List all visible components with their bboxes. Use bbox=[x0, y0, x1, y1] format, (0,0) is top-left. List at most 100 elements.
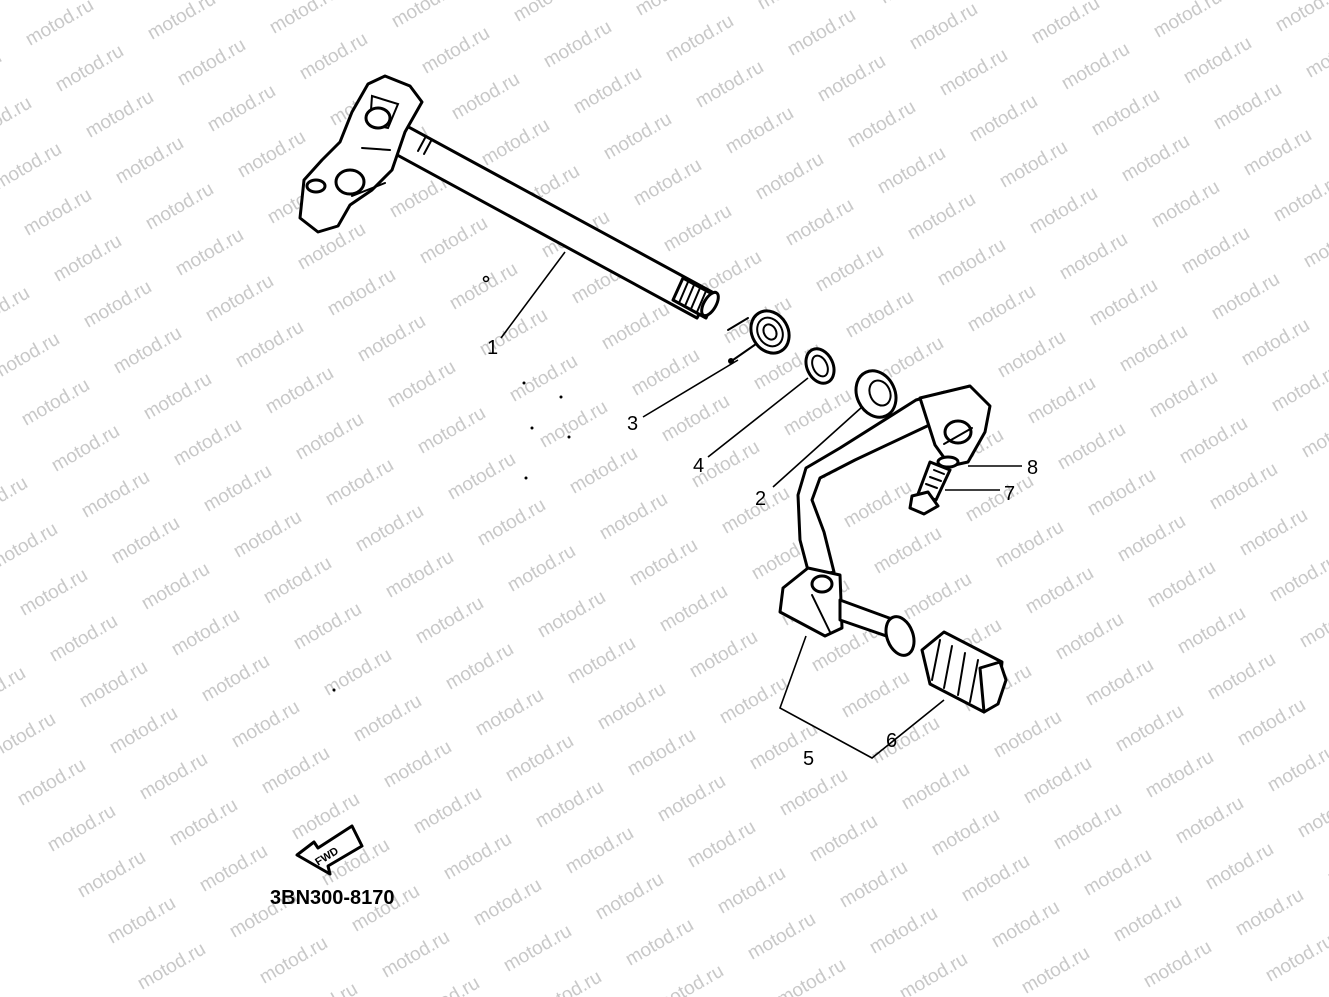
watermark-text: motod.ru bbox=[504, 541, 579, 597]
watermark-text: motod.ru bbox=[1142, 747, 1217, 803]
watermark-text: motod.ru bbox=[840, 477, 915, 533]
watermark-text: motod.ru bbox=[82, 87, 157, 143]
watermark-text: motod.ru bbox=[1204, 649, 1279, 705]
watermark-text: motod.ru bbox=[1050, 799, 1125, 855]
watermark-text: motod.ru bbox=[842, 287, 917, 343]
watermark-text: motod.ru bbox=[502, 731, 577, 787]
watermark-text: motod.ru bbox=[1144, 557, 1219, 613]
watermark-text: motod.ru bbox=[660, 201, 735, 257]
watermark-text: motod.ru bbox=[418, 23, 493, 79]
watermark-text: motod.ru bbox=[1084, 465, 1159, 521]
watermark-text: motod.ru bbox=[1240, 125, 1315, 181]
watermark-text: motod.ru bbox=[1028, 0, 1103, 48]
watermark-text: motod.ru bbox=[0, 709, 59, 765]
watermark-text: motod.ru bbox=[992, 517, 1067, 573]
watermark-text: motod.ru bbox=[414, 403, 489, 459]
watermark-text: motod.ru bbox=[1024, 373, 1099, 429]
watermark-text: motod.ru bbox=[448, 69, 523, 125]
watermark-text: motod.ru bbox=[692, 57, 767, 113]
watermark-text: motod.ru bbox=[776, 765, 851, 821]
watermark-text: motod.ru bbox=[1268, 361, 1329, 417]
watermark-text: motod.ru bbox=[0, 237, 3, 293]
watermark-text: motod.ru bbox=[110, 323, 185, 379]
watermark-text: motod.ru bbox=[534, 587, 609, 643]
watermark-text: motod.ru bbox=[1294, 787, 1329, 843]
leader-lines bbox=[500, 251, 1022, 759]
watermark-text: motod.ru bbox=[906, 0, 981, 54]
watermark-text: motod.ru bbox=[1150, 0, 1225, 42]
watermark-text: motod.ru bbox=[0, 139, 65, 195]
watermark-text: motod.ru bbox=[106, 703, 181, 759]
watermark-text: motod.ru bbox=[0, 329, 63, 385]
watermark-text: motod.ru bbox=[998, 0, 1073, 2]
watermark-text: motod.ru bbox=[50, 231, 125, 287]
watermark-text: motod.ru bbox=[384, 357, 459, 413]
watermark-text: motod.ru bbox=[928, 805, 1003, 861]
watermark-text: motod.ru bbox=[0, 473, 31, 529]
watermark-text: motod.ru bbox=[20, 185, 95, 241]
watermark-text: motod.ru bbox=[990, 707, 1065, 763]
watermark-text: motod.ru bbox=[566, 443, 641, 499]
watermark-text: motod.ru bbox=[628, 345, 703, 401]
watermark-text: motod.ru bbox=[1118, 131, 1193, 187]
watermark-text: motod.ru bbox=[622, 915, 697, 971]
watermark-text: motod.ru bbox=[1324, 833, 1329, 889]
watermark-text: motod.ru bbox=[22, 0, 97, 50]
watermark-text: motod.ru bbox=[260, 553, 335, 609]
watermark-text: motod.ru bbox=[988, 897, 1063, 953]
watermark-text: motod.ru bbox=[292, 409, 367, 465]
watermark-text: motod.ru bbox=[658, 391, 733, 447]
watermark-text: motod.ru bbox=[416, 213, 491, 269]
watermark-text: motod.ru bbox=[198, 651, 273, 707]
watermark-text: motod.ru bbox=[1054, 419, 1129, 475]
watermark-text: motod.ru bbox=[714, 863, 789, 919]
watermark-text: motod.ru bbox=[134, 939, 209, 995]
watermark-text: motod.ru bbox=[1302, 27, 1329, 83]
pinch-bolt bbox=[908, 460, 952, 516]
watermark-text: motod.ru bbox=[324, 265, 399, 321]
watermark-text: motod.ru bbox=[716, 673, 791, 729]
watermark-text: motod.ru bbox=[632, 0, 707, 20]
watermark-text: motod.ru bbox=[1176, 413, 1251, 469]
watermark-text: motod.ru bbox=[780, 385, 855, 441]
watermark-text: motod.ru bbox=[104, 893, 179, 949]
watermark-text: motod.ru bbox=[594, 679, 669, 735]
watermark-text: motod.ru bbox=[258, 743, 333, 799]
front-direction-arrow-icon: FWD bbox=[295, 824, 364, 876]
watermark-text: motod.ru bbox=[14, 755, 89, 811]
watermark-text: motod.ru bbox=[170, 415, 245, 471]
watermark-text: motod.ru bbox=[896, 949, 971, 997]
watermark-text: motod.ru bbox=[506, 351, 581, 407]
circlip bbox=[804, 347, 836, 385]
watermark-text: motod.ru bbox=[470, 875, 545, 931]
watermark-text: motod.ru bbox=[440, 829, 515, 885]
watermark-text: motod.ru bbox=[256, 933, 331, 989]
watermark-text: motod.ru bbox=[876, 0, 951, 8]
watermark-text: motod.ru bbox=[1080, 845, 1155, 901]
watermark-text: motod.ru bbox=[1056, 229, 1131, 285]
watermark-text: motod.ru bbox=[112, 133, 187, 189]
watermark-text: motod.ru bbox=[1148, 177, 1223, 233]
watermark-text: motod.ru bbox=[230, 507, 305, 563]
watermark-text: motod.ru bbox=[836, 857, 911, 913]
watermark-text: motod.ru bbox=[412, 593, 487, 649]
watermark-text: motod.ru bbox=[320, 645, 395, 701]
watermark-text: motod.ru bbox=[754, 0, 829, 14]
callout-4: 4 bbox=[693, 455, 704, 477]
watermark-text: motod.ru bbox=[200, 461, 275, 517]
watermark-text: motod.ru bbox=[1020, 753, 1095, 809]
watermark-text: motod.ru bbox=[286, 979, 361, 997]
callout-6: 6 bbox=[886, 730, 897, 752]
watermark-text: motod.ru bbox=[78, 467, 153, 523]
watermark-text: motod.ru bbox=[936, 45, 1011, 101]
shift-pedal bbox=[778, 384, 992, 657]
watermark-text: motod.ru bbox=[1058, 39, 1133, 95]
watermark-text: motod.ru bbox=[874, 143, 949, 199]
watermark-text: motod.ru bbox=[322, 455, 397, 511]
callout-labels: 1 2 3 4 5 6 7 8 bbox=[487, 337, 1038, 770]
watermark-text: motod.ru bbox=[630, 155, 705, 211]
watermark-text: motod.ru bbox=[592, 869, 667, 925]
watermark-text: motod.ru bbox=[784, 5, 859, 61]
oil-seal bbox=[854, 369, 898, 419]
watermark-text: motod.ru bbox=[966, 91, 1041, 147]
